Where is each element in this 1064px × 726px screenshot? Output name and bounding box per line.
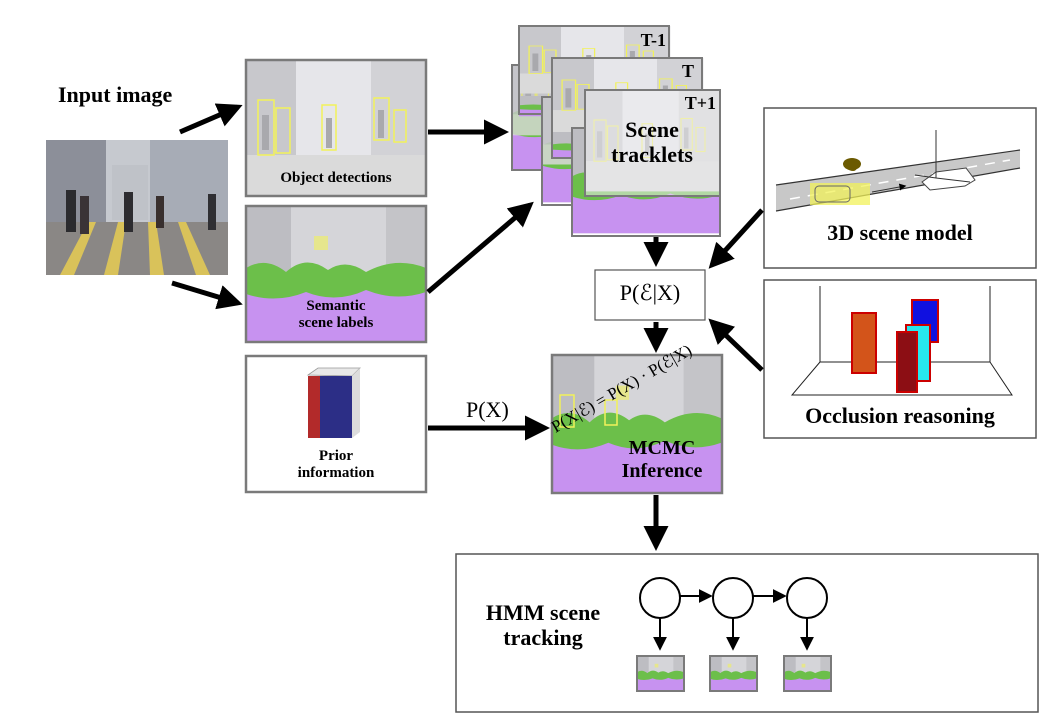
- semantic-labels-panel: [244, 204, 428, 344]
- scene-model-3d-panel: [763, 107, 1037, 269]
- input-street-photo: [46, 140, 228, 275]
- frame-t-minus-1-label: T-1: [640, 30, 666, 50]
- flow-arrows: [171, 103, 764, 551]
- mcmc-inference-label: MCMC Inference: [621, 437, 703, 482]
- scene-tracklets-label: Scene tracklets: [611, 117, 693, 168]
- hmm-state-node: [639, 577, 681, 619]
- occlusion-reasoning-label: Occlusion reasoning: [805, 403, 995, 428]
- object-detections-panel: [244, 58, 428, 198]
- mcmc-panel: [550, 353, 724, 495]
- occlusion-reasoning-panel: [763, 279, 1037, 439]
- prior-information-label: Prior information: [297, 448, 375, 482]
- input-image-label: Input image: [58, 82, 173, 107]
- object-detections-label: Object detections: [280, 170, 392, 186]
- scene-tracklets-stack: [511, 25, 721, 237]
- prior-formula: P(X): [466, 397, 509, 422]
- frame-t-plus-1-label: T+1: [684, 93, 716, 113]
- book-icon: [306, 367, 361, 438]
- hmm-state-node: [712, 577, 754, 619]
- hmm-state-node: [786, 577, 828, 619]
- hmm-scene-tracking-label: HMM scene tracking: [485, 600, 601, 651]
- scene-model-3d-label: 3D scene model: [827, 220, 973, 245]
- likelihood-box: [594, 269, 706, 321]
- semantic-scene-labels-label: Semantic scene labels: [298, 298, 374, 332]
- hmm-tracking-panel: [455, 553, 1039, 713]
- likelihood-formula: P(ℰ|X): [619, 280, 681, 305]
- frame-t-label: T: [681, 61, 694, 81]
